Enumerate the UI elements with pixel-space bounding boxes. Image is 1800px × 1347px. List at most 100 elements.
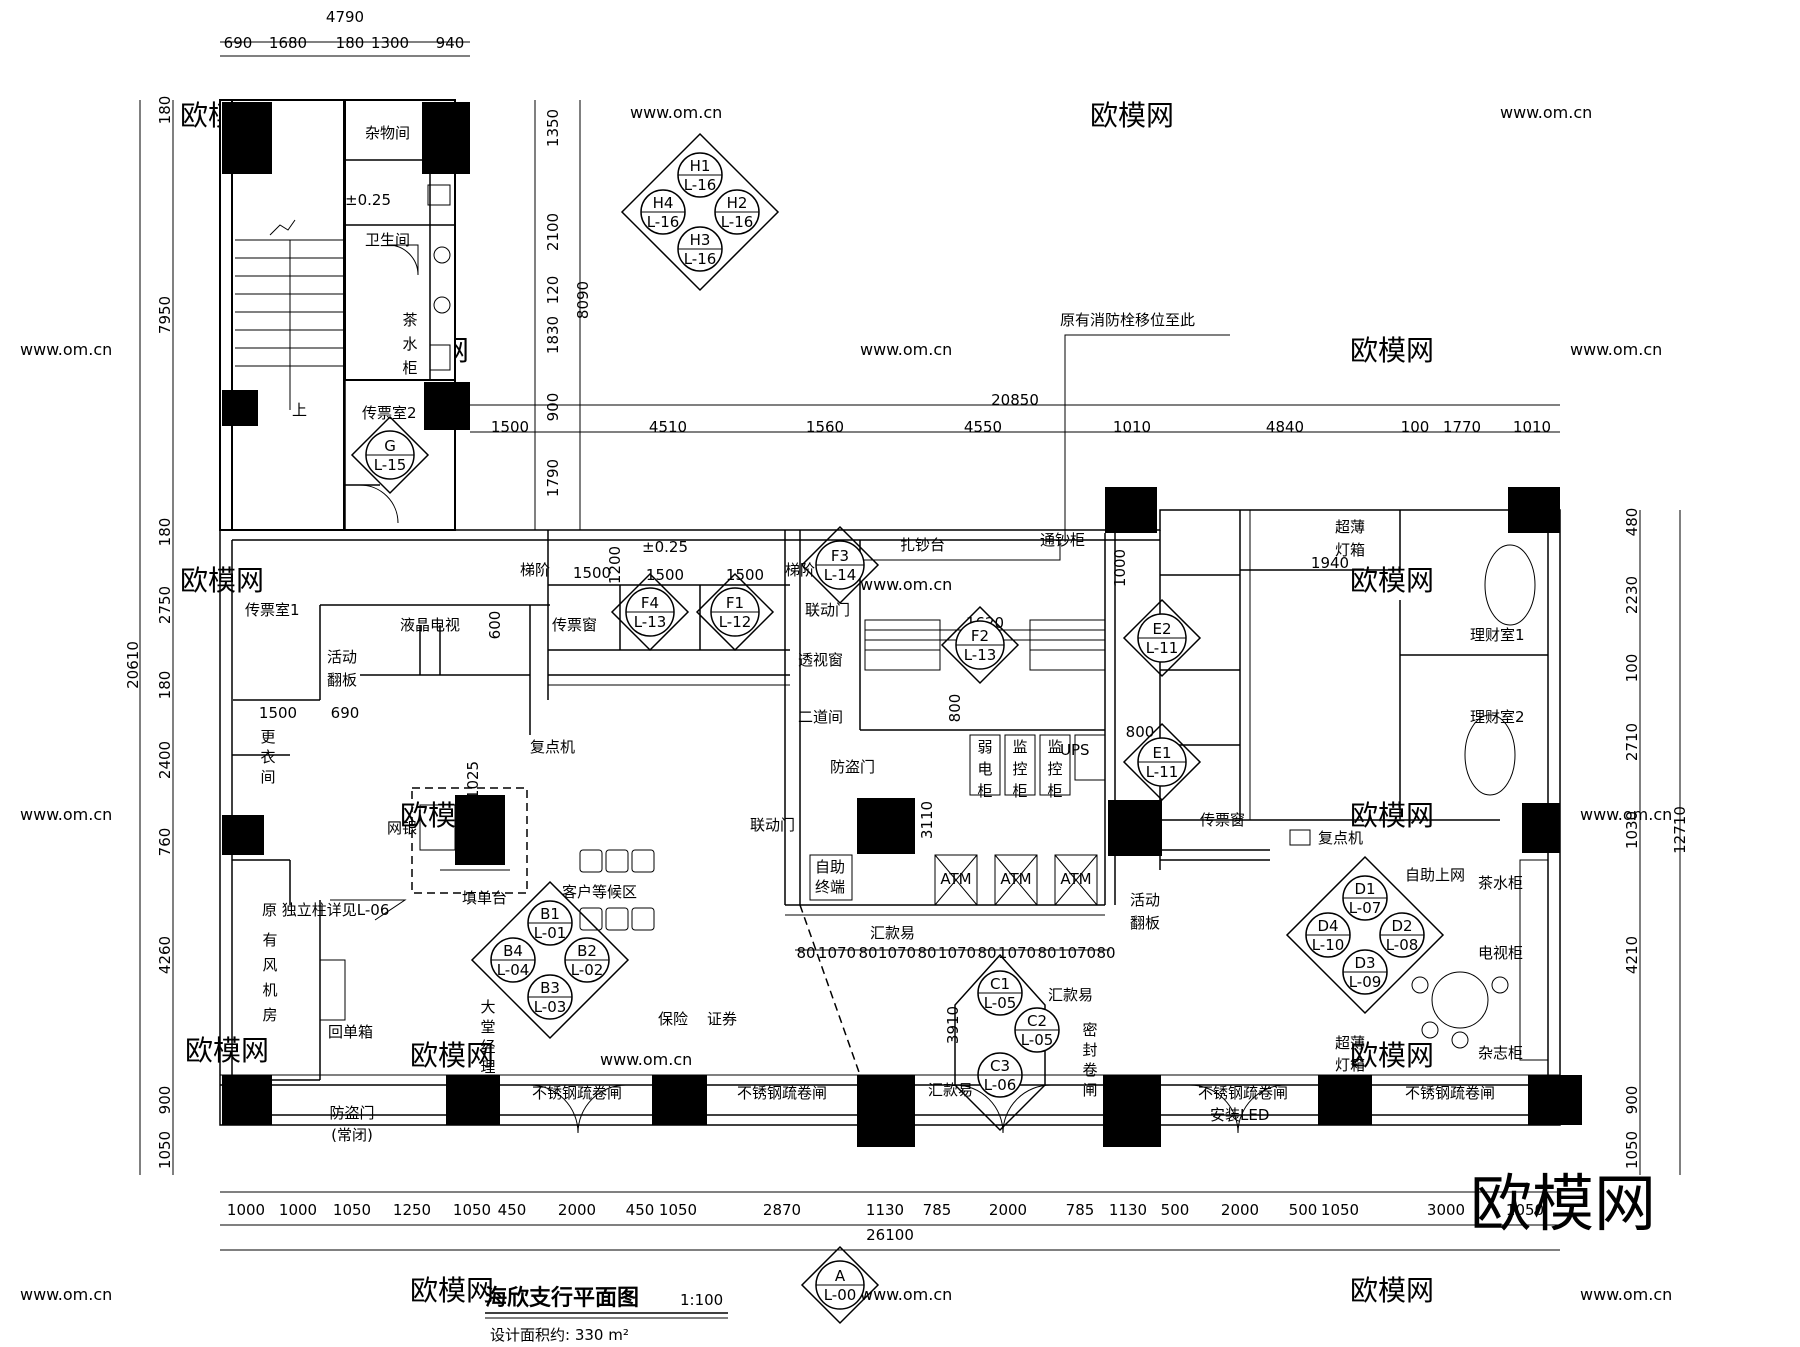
label-see-window: 透视窗 bbox=[798, 651, 843, 669]
label-lightbox2: 超薄 bbox=[1335, 1034, 1365, 1052]
marker-single: E2L-11 bbox=[1137, 613, 1187, 663]
marker-ref: L-07 bbox=[1349, 899, 1382, 917]
marker-id: C2 bbox=[1027, 1012, 1047, 1030]
marker-h: H1L-16 bbox=[677, 152, 723, 198]
marker-single: AL-00 bbox=[815, 1260, 865, 1310]
dim-atm-seg: 1070 bbox=[1058, 944, 1096, 962]
marker-ref: L-04 bbox=[497, 961, 530, 979]
dim-right-seg: 2230 bbox=[1623, 576, 1641, 614]
dim-toilet-seg: 2100 bbox=[544, 213, 562, 251]
dim-misc: 800 bbox=[1126, 723, 1155, 741]
label-lobby-manager: 经 bbox=[480, 1038, 495, 1056]
marker-pointer bbox=[350, 415, 430, 495]
marker-id: B4 bbox=[503, 942, 523, 960]
dim-bottom-seg: 1000 bbox=[279, 1201, 317, 1219]
stairs-icon bbox=[235, 219, 345, 410]
marker-id: G bbox=[384, 437, 396, 455]
marker-h: H2L-16 bbox=[714, 189, 760, 235]
dim-toilet-seg: 900 bbox=[544, 393, 562, 422]
marker-id: C1 bbox=[990, 975, 1010, 993]
marker-id: F1 bbox=[726, 594, 744, 612]
dim-toilet-seg: 1830 bbox=[544, 316, 562, 354]
dim-bottom-seg: 1250 bbox=[393, 1201, 431, 1219]
dim-upper-seg: 4550 bbox=[964, 418, 1002, 436]
label-securities: 证券 bbox=[707, 1010, 737, 1028]
dim-upper-seg: 4840 bbox=[1266, 418, 1304, 436]
dim-right-seg: 480 bbox=[1623, 508, 1641, 537]
marker-single: F4L-13 bbox=[625, 587, 675, 637]
brand-mark: 欧模网 bbox=[1470, 1167, 1656, 1240]
dim-top-seg: 1680 bbox=[269, 34, 307, 52]
marker-ref: L-13 bbox=[964, 646, 997, 664]
label-tea-cabinet-v: 水 bbox=[402, 335, 417, 353]
watermark-text: 欧模网 bbox=[1350, 1039, 1434, 1072]
dim-bottom-seg: 1130 bbox=[866, 1201, 904, 1219]
marker-d: D2L-08 bbox=[1379, 912, 1425, 958]
dim-upper-seg: 4510 bbox=[649, 418, 687, 436]
dim-bottom-seg: 2000 bbox=[989, 1201, 1027, 1219]
marker-ref: L-06 bbox=[984, 1076, 1017, 1094]
label-lobby-manager: 大 bbox=[480, 998, 495, 1016]
dim-misc: 1500 bbox=[726, 566, 764, 584]
marker-c: C1L-05 bbox=[977, 970, 1023, 1016]
dim-misc: 600 bbox=[486, 611, 504, 640]
label-sec-door-closed: 防盗门 bbox=[329, 1104, 374, 1122]
marker-diamond bbox=[1285, 855, 1445, 1015]
label-remit3: 汇款易 bbox=[928, 1081, 973, 1099]
marker-ref: L-02 bbox=[571, 961, 604, 979]
dim-misc: 690 bbox=[331, 704, 360, 722]
watermark-text: 欧模网 bbox=[410, 1274, 494, 1307]
marker-ref: L-03 bbox=[534, 998, 567, 1016]
marker-pointer bbox=[1122, 598, 1202, 678]
dim-left-seg: 7950 bbox=[156, 296, 174, 334]
marker-id: D4 bbox=[1317, 917, 1338, 935]
dim-top-seg: 690 bbox=[224, 34, 253, 52]
watermark-url: www.om.cn bbox=[20, 340, 112, 359]
label-link-door1: 联动门 bbox=[805, 601, 850, 619]
dim-left-seg: 180 bbox=[156, 671, 174, 700]
watermark-url: www.om.cn bbox=[1570, 340, 1662, 359]
dim-bottom-seg: 1050 bbox=[659, 1201, 697, 1219]
marker-ref: L-14 bbox=[824, 566, 857, 584]
watermark-text: 欧模网 bbox=[1350, 1274, 1434, 1307]
dim-left-seg: 2750 bbox=[156, 586, 174, 624]
marker-id: D1 bbox=[1354, 880, 1375, 898]
label-changing-room: 更 bbox=[260, 728, 275, 746]
marker-ref: L-11 bbox=[1146, 639, 1179, 657]
label-cabinet: 柜 bbox=[1047, 782, 1062, 800]
dim-misc: 3110 bbox=[918, 801, 936, 839]
label-flip-board: 翻板 bbox=[327, 671, 357, 689]
watermark-url: www.om.cn bbox=[860, 1285, 952, 1304]
label-return-box: 回单箱 bbox=[328, 1023, 373, 1041]
label-sealed-shutter: 封 bbox=[1082, 1041, 1097, 1059]
dim-right-seg: 1050 bbox=[1623, 1131, 1641, 1169]
structural-columns bbox=[222, 102, 1582, 1147]
dimension-lines bbox=[139, 41, 1681, 1251]
dim-right-seg: 4210 bbox=[1623, 936, 1641, 974]
dim-left-total: 20610 bbox=[124, 641, 142, 689]
marker-id: H3 bbox=[690, 231, 711, 249]
dim-right-seg: 1030 bbox=[1623, 811, 1641, 849]
dim-upper-seg: 1560 bbox=[806, 418, 844, 436]
watermark-url: www.om.cn bbox=[1500, 103, 1592, 122]
label-ticket-window2: 传票窗 bbox=[1200, 811, 1245, 829]
marker-diamond bbox=[954, 953, 1046, 1132]
marker-diamond bbox=[470, 880, 630, 1040]
marker-id: H4 bbox=[653, 194, 674, 212]
label-self-terminal: 终端 bbox=[815, 878, 845, 896]
dim-misc: 1200 bbox=[606, 546, 624, 584]
dim-right-seg: 900 bbox=[1623, 1086, 1641, 1115]
dim-misc: ±0.25 bbox=[345, 191, 391, 209]
label-ticket-room1: 传票室1 bbox=[245, 601, 300, 619]
label-shutter2: 不锈钢疏卷闸 bbox=[737, 1084, 827, 1102]
marker-ref: L-01 bbox=[534, 924, 567, 942]
label-ticket-window: 传票窗 bbox=[552, 616, 597, 634]
marker-b: B1L-01 bbox=[527, 900, 573, 946]
watermark-text: 欧模网 bbox=[185, 1034, 269, 1067]
marker-ref: L-00 bbox=[824, 1286, 857, 1304]
area-text: 设计面积约: 330 m² bbox=[490, 1326, 629, 1344]
marker-ref: L-16 bbox=[684, 250, 717, 268]
watermark-url: www.om.cn bbox=[860, 575, 952, 594]
dim-bottom-seg: 1050 bbox=[1506, 1201, 1544, 1219]
label-net-silver: 网银 bbox=[387, 819, 417, 837]
